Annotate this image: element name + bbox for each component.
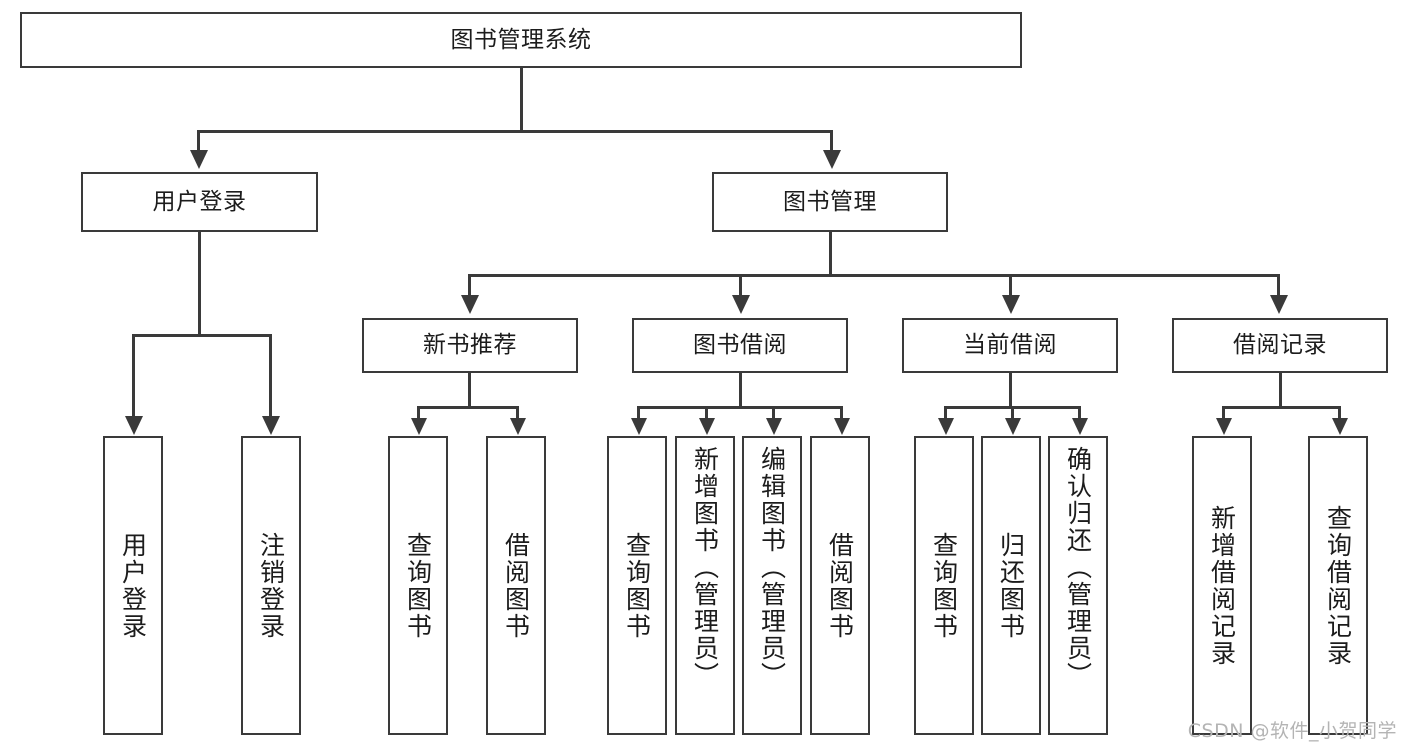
node-user-login[interactable]: 用户登录 xyxy=(81,172,318,232)
leaf-new-book-query-books[interactable]: 查询图书 xyxy=(388,436,448,735)
connector-current-borrow-stem xyxy=(1008,373,1012,408)
connector-new-book-bus xyxy=(417,406,519,409)
node-root-book-management-system[interactable]: 图书管理系统 xyxy=(20,12,1022,68)
leaf-book-borrow-borrow-books[interactable]: 借阅图书 xyxy=(810,436,870,735)
node-label: 借阅图书 xyxy=(825,531,855,640)
arrow-user-login-leaf2 xyxy=(261,416,280,435)
connector-user-login-leaf1 xyxy=(132,334,135,418)
arrow-bm-to-new-book xyxy=(460,295,479,314)
connector-new-book-stem xyxy=(468,373,471,408)
arrow-current-borrow-leaf2 xyxy=(1004,418,1021,435)
node-label: 归还图书 xyxy=(996,531,1026,640)
node-label: 图书管理 xyxy=(783,188,877,215)
arrow-user-login-leaf1 xyxy=(124,416,143,435)
connector-root-bus xyxy=(197,130,833,133)
connector-root-to-book-management xyxy=(830,130,833,153)
leaf-user-login-login[interactable]: 用户登录 xyxy=(103,436,163,735)
node-label: 用户登录 xyxy=(152,188,247,215)
leaf-borrow-records-add-record[interactable]: 新增借阅记录 xyxy=(1192,436,1252,735)
connector-root-to-user-login xyxy=(197,130,200,153)
node-borrow-records[interactable]: 借阅记录 xyxy=(1172,318,1388,373)
node-label: 借阅图书 xyxy=(501,531,531,640)
leaf-new-book-borrow-books[interactable]: 借阅图书 xyxy=(486,436,546,735)
arrow-bm-to-current-borrow xyxy=(1001,295,1020,314)
leaf-current-borrow-return-books[interactable]: 归还图书 xyxy=(981,436,1041,735)
arrow-current-borrow-leaf1 xyxy=(937,418,954,435)
node-current-borrow[interactable]: 当前借阅 xyxy=(902,318,1118,373)
connector-book-borrow-bus xyxy=(637,406,843,409)
connector-new-book-leaf2 xyxy=(516,406,519,420)
arrow-new-book-leaf2 xyxy=(509,418,526,435)
arrow-current-borrow-leaf3 xyxy=(1071,418,1088,435)
node-label: 新增借阅记录 xyxy=(1207,504,1237,667)
connector-book-borrow-leaf4 xyxy=(840,406,843,420)
node-label: 新增图书（管理员） xyxy=(690,446,720,689)
connector-bm-to-borrow-records xyxy=(1277,274,1280,298)
connector-borrow-records-leaf2 xyxy=(1338,406,1341,420)
arrow-root-to-book-management xyxy=(822,150,841,169)
node-label: 确认归还（管理员） xyxy=(1063,446,1093,689)
connector-user-login-leaf2 xyxy=(269,334,272,418)
leaf-borrow-records-query-record[interactable]: 查询借阅记录 xyxy=(1308,436,1368,735)
connector-current-borrow-leaf3 xyxy=(1078,406,1081,420)
leaf-user-login-logout[interactable]: 注销登录 xyxy=(241,436,301,735)
connector-root-stem xyxy=(519,68,523,131)
connector-book-management-bus xyxy=(468,274,1280,277)
arrow-book-borrow-leaf1 xyxy=(630,418,647,435)
connector-bm-to-new-book xyxy=(468,274,471,298)
arrow-book-borrow-leaf2 xyxy=(698,418,715,435)
connector-bm-to-current-borrow xyxy=(1009,274,1012,298)
arrow-book-borrow-leaf4 xyxy=(833,418,850,435)
leaf-current-borrow-query-books[interactable]: 查询图书 xyxy=(914,436,974,735)
connector-new-book-leaf1 xyxy=(417,406,420,420)
node-label: 图书借阅 xyxy=(693,332,787,358)
node-label: 用户登录 xyxy=(118,531,148,640)
node-book-borrow[interactable]: 图书借阅 xyxy=(632,318,848,373)
connector-borrow-records-leaf1 xyxy=(1222,406,1225,420)
connector-user-login-bus xyxy=(132,334,272,337)
node-book-management[interactable]: 图书管理 xyxy=(712,172,948,232)
node-label: 查询图书 xyxy=(929,531,959,640)
arrow-book-borrow-leaf3 xyxy=(765,418,782,435)
connector-borrow-records-bus xyxy=(1222,406,1341,409)
leaf-current-borrow-confirm-return-admin[interactable]: 确认归还（管理员） xyxy=(1048,436,1108,735)
connector-bm-to-book-borrow xyxy=(739,274,742,298)
connector-book-borrow-leaf1 xyxy=(637,406,640,420)
node-label: 编辑图书（管理员） xyxy=(757,446,787,689)
connector-book-borrow-stem xyxy=(738,373,742,408)
connector-book-management-stem xyxy=(828,232,832,276)
csdn-watermark: CSDN @软件_小贺同学 xyxy=(1187,720,1397,742)
connector-current-borrow-leaf2 xyxy=(1011,406,1014,420)
arrow-bm-to-borrow-records xyxy=(1269,295,1288,314)
connector-book-borrow-leaf2 xyxy=(705,406,708,420)
leaf-book-borrow-add-book-admin[interactable]: 新增图书（管理员） xyxy=(675,436,735,735)
node-label: 当前借阅 xyxy=(963,332,1057,358)
node-label: 图书管理系统 xyxy=(450,26,592,53)
node-label: 注销登录 xyxy=(256,531,286,640)
arrow-borrow-records-leaf1 xyxy=(1215,418,1232,435)
connector-book-borrow-leaf3 xyxy=(772,406,775,420)
leaf-book-borrow-edit-book-admin[interactable]: 编辑图书（管理员） xyxy=(742,436,802,735)
connector-borrow-records-stem xyxy=(1278,373,1282,408)
leaf-book-borrow-query-books[interactable]: 查询图书 xyxy=(607,436,667,735)
arrow-bm-to-book-borrow xyxy=(731,295,750,314)
node-label: 查询借阅记录 xyxy=(1323,504,1353,667)
arrow-borrow-records-leaf2 xyxy=(1331,418,1348,435)
arrow-root-to-user-login xyxy=(189,150,208,169)
node-label: 新书推荐 xyxy=(423,332,517,358)
connector-current-borrow-leaf1 xyxy=(944,406,947,420)
node-label: 借阅记录 xyxy=(1233,332,1327,358)
node-label: 查询图书 xyxy=(403,531,433,640)
node-new-book-recommend[interactable]: 新书推荐 xyxy=(362,318,578,373)
connector-user-login-stem xyxy=(198,232,201,336)
arrow-new-book-leaf1 xyxy=(410,418,427,435)
node-label: 查询图书 xyxy=(622,531,652,640)
